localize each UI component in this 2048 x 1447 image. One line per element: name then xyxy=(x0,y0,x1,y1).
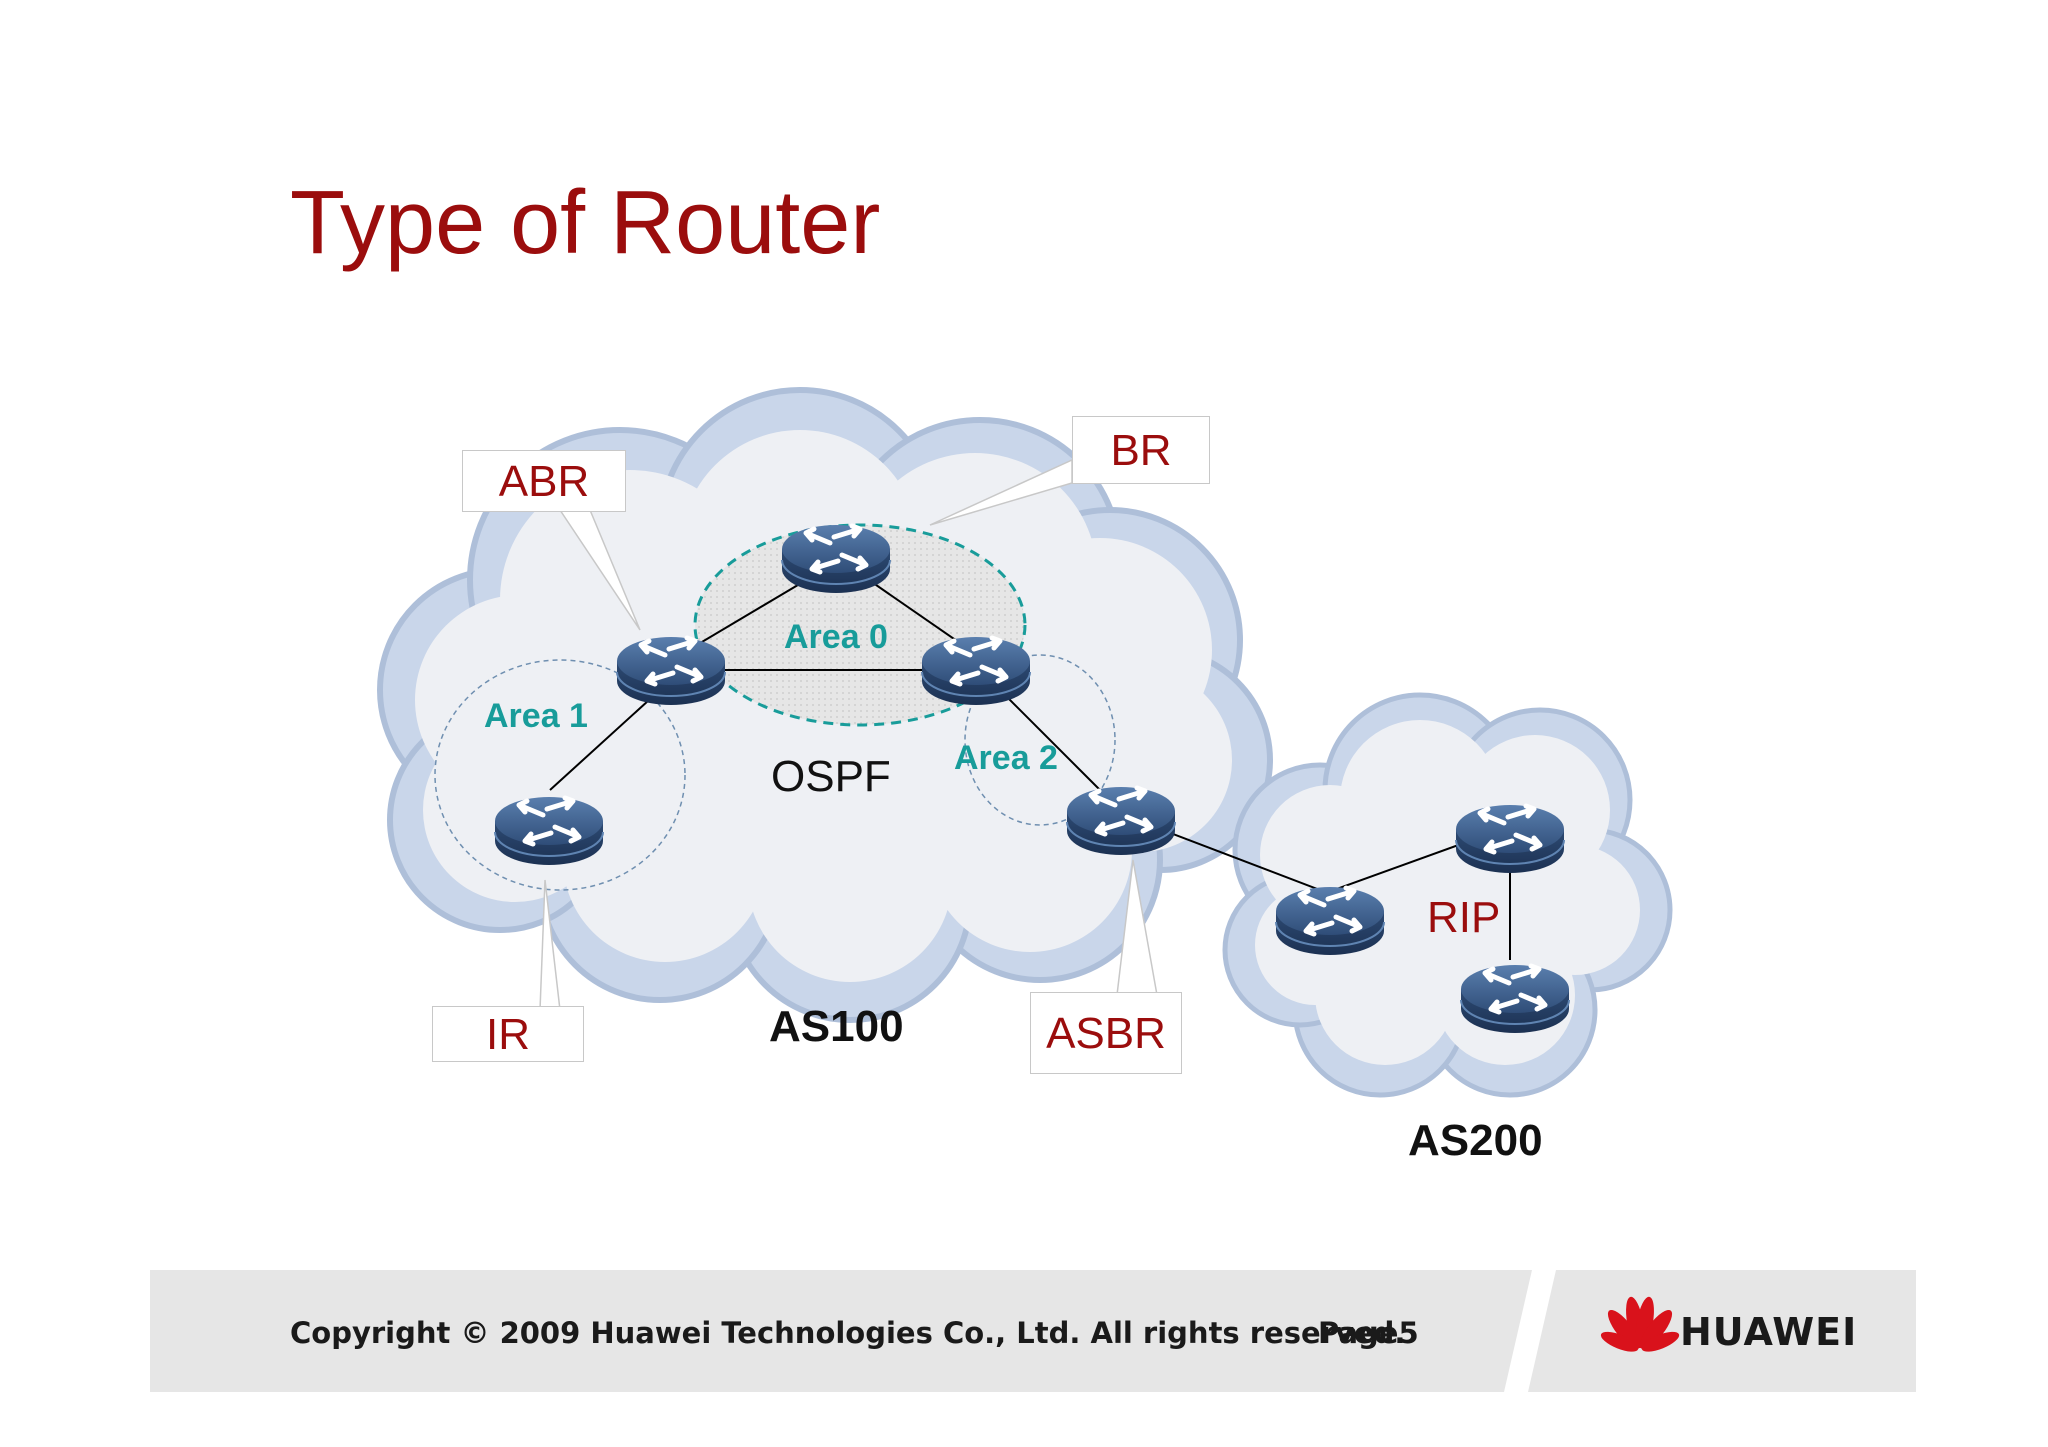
router-icon xyxy=(617,637,725,705)
router-icon xyxy=(1276,887,1384,955)
huawei-logo-text: HUAWEI xyxy=(1680,1310,1858,1354)
page-number: Page5 xyxy=(1318,1316,1419,1350)
footer-band xyxy=(150,1270,1532,1392)
rip-label: RIP xyxy=(1427,893,1501,942)
huawei-flower-icon xyxy=(1600,1296,1680,1352)
ir-callout: IR xyxy=(432,1006,584,1062)
ospf-label: OSPF xyxy=(771,752,891,801)
area1-region xyxy=(434,659,686,891)
router-icon xyxy=(922,637,1030,705)
router-icon xyxy=(1461,965,1569,1033)
area2-label: Area 2 xyxy=(954,739,1058,777)
router-icon xyxy=(1456,805,1564,873)
area1-label: Area 1 xyxy=(484,697,588,735)
router-icon xyxy=(782,525,890,593)
as200-label: AS200 xyxy=(1408,1116,1543,1165)
asbr-callout: ASBR xyxy=(1030,992,1182,1074)
area0-label: Area 0 xyxy=(784,618,888,656)
area2-region xyxy=(964,654,1116,826)
router-icon xyxy=(495,797,603,865)
abr-callout: ABR xyxy=(462,450,626,512)
page-title: Type of Router xyxy=(290,173,881,273)
copyright-text: Copyright © 2009 Huawei Technologies Co.… xyxy=(290,1316,1406,1350)
br-callout: BR xyxy=(1072,416,1210,484)
as100-label: AS100 xyxy=(769,1002,904,1051)
router-icon xyxy=(1067,787,1175,855)
